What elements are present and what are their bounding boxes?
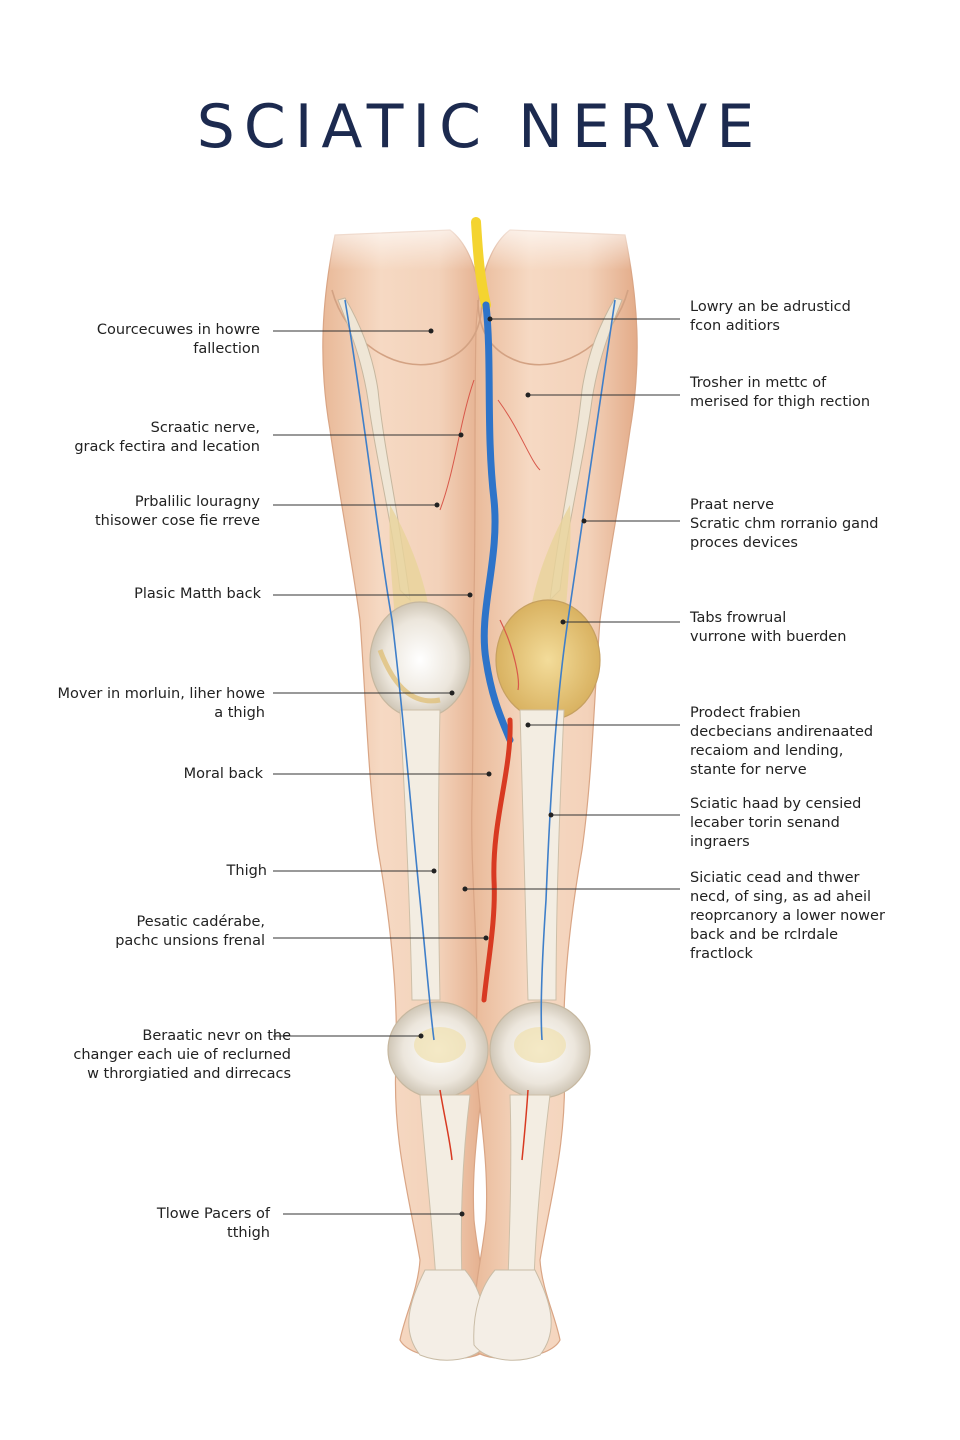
label-right-1: Lowry an be adrusticd fcon aditiors <box>690 299 851 334</box>
leader-lines-left <box>273 330 489 1215</box>
label-left-2: Scraatic nerve, grack fectira and lecati… <box>74 420 260 455</box>
right-heel <box>473 1269 552 1361</box>
left-thigh-muscle <box>389 505 430 620</box>
diagram-title: SCIATIC NERVE <box>196 92 764 162</box>
leader-dots-left <box>418 328 492 1217</box>
label-right-3: Praat nerve Scratic chm rorranio gand pr… <box>690 497 879 551</box>
sciatic-nerve-red-branch <box>481 717 513 1003</box>
left-heel <box>408 1269 487 1361</box>
sciatic-nerve-main <box>480 301 514 744</box>
label-left-7: Thigh <box>226 863 267 879</box>
leader-lines-right <box>465 318 680 890</box>
right-tibia <box>519 709 565 1001</box>
label-left-6: Moral back <box>183 766 263 782</box>
label-left-8: Pesatic cadérabe, pachc unsions frenal <box>115 914 265 949</box>
leader-dots-right <box>462 316 587 892</box>
label-right-2: Trosher in mettc of merised for thigh re… <box>690 375 871 410</box>
label-left-3: Prbalilic louragny thisower cose fie rre… <box>94 494 260 529</box>
right-upper-knee <box>495 599 601 721</box>
label-left-5: Mover in morluin, liher howe a thigh <box>57 686 265 721</box>
left-tibia <box>399 709 441 1001</box>
label-left-1: Courcecuwes in howre fallection <box>96 322 260 357</box>
label-right-7: Siciatic cead and thwer necd, of sing, a… <box>690 870 885 962</box>
label-right-5: Prodect frabien decbecians andirenaated … <box>690 705 874 778</box>
label-left-4: Plasic Matth back <box>134 586 261 602</box>
nerve-root-yellow <box>471 217 491 310</box>
label-left-10: Tlowe Pacers of tthigh <box>156 1206 270 1241</box>
label-right-6: Sciatic haad by censied lecaber torin se… <box>690 796 862 850</box>
right-thigh-muscle <box>530 505 571 620</box>
label-right-4: Tabs frowrual vurrone with buerden <box>690 610 847 645</box>
left-lateral-nerve <box>344 299 435 1041</box>
label-left-9: Beraatic nevr on the changer each uie of… <box>73 1028 291 1082</box>
right-lateral-nerve <box>540 299 616 1041</box>
